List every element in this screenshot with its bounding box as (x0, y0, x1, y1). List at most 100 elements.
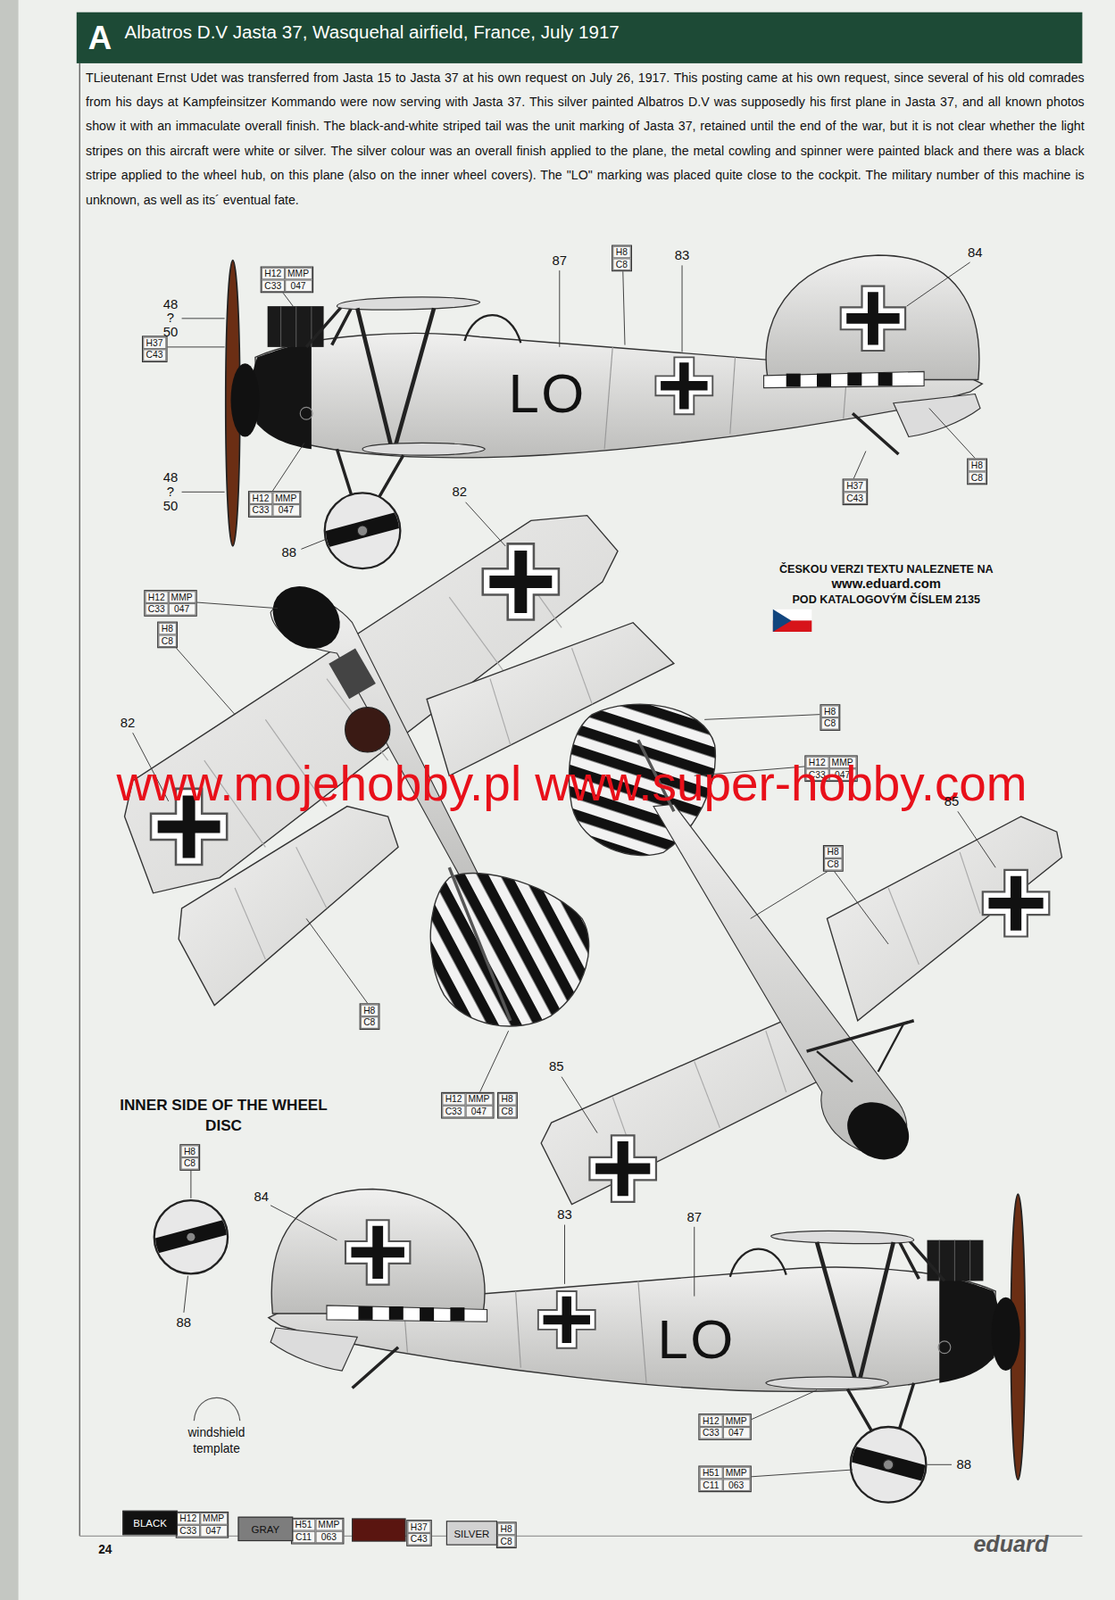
paint-code: H51 (698, 1467, 723, 1481)
callout-number: 85 (549, 1059, 565, 1075)
callout-number: 50 (163, 324, 179, 340)
paint-code-box: H8C8 (496, 1522, 516, 1549)
paint-code: 047 (465, 1106, 493, 1119)
legend-text: SILVER (453, 1528, 490, 1540)
windshield-template (193, 1397, 240, 1422)
panel-letter: A (88, 19, 112, 58)
paint-code: 047 (284, 279, 313, 292)
template-label: windshield template (170, 1426, 263, 1457)
paint-code: C43 (407, 1533, 431, 1547)
paint-code-box: H51MMPC11063 (698, 1465, 751, 1493)
paint-code: C8 (180, 1157, 199, 1171)
paint-code-box: H12MMPC33047 (441, 1092, 494, 1120)
callout-number: 48 (163, 470, 179, 486)
paint-code: C33 (249, 504, 273, 517)
czech-note: POD KATALOGOVÝM ČÍSLEM 2135 (791, 593, 981, 607)
paint-code: C33 (261, 279, 285, 292)
side-profile-right (268, 1189, 1026, 1503)
paint-code: C11 (698, 1479, 723, 1492)
czech-note: ČESKOU VERZI TEXTU NALEZNETE NA (779, 562, 994, 575)
paint-code: H12 (144, 590, 168, 604)
callout-number: 84 (967, 244, 983, 260)
callout-number: 82 (120, 715, 136, 731)
paint-code: C43 (142, 349, 167, 362)
paint-code: C11 (291, 1531, 316, 1545)
callout-number: 88 (281, 544, 297, 560)
paint-code: 063 (722, 1479, 750, 1492)
callout-number: 82 (451, 484, 467, 500)
callout-number: ? (166, 484, 175, 500)
paint-code: MMP (284, 267, 313, 281)
paint-code: H8 (821, 705, 840, 718)
callout-number: 88 (176, 1315, 192, 1332)
paint-code-box: H12MMPC33047 (248, 490, 301, 518)
paint-code: C8 (821, 717, 840, 731)
paint-code: 063 (315, 1531, 343, 1545)
paint-code: MMP (465, 1093, 493, 1107)
paint-code: H8 (497, 1523, 516, 1537)
red-brown-swatch (352, 1519, 406, 1542)
callout-number: ? (166, 309, 175, 325)
paint-code: H8 (967, 459, 986, 473)
side-profile-left (225, 255, 983, 569)
paint-code: MMP (167, 590, 196, 604)
paint-code: H51 (291, 1519, 316, 1532)
paint-code-box: H8C8 (611, 245, 632, 273)
paint-code-box: H12MMPC33047 (175, 1512, 229, 1540)
paint-code: MMP (272, 491, 300, 505)
legend-text: GRAY (251, 1523, 281, 1536)
paint-code: H8 (360, 1004, 379, 1017)
paint-code: H8 (612, 246, 631, 259)
paint-code: C8 (497, 1535, 516, 1548)
paint-code: C33 (144, 603, 168, 616)
paint-code-box: H8C8 (966, 458, 987, 486)
paint-code: H12 (249, 491, 273, 505)
paint-code: H8 (498, 1093, 516, 1107)
paint-code-box: H8C8 (823, 845, 843, 873)
paint-code: H37 (407, 1521, 431, 1534)
legend-swatch: BLACK (122, 1511, 178, 1536)
callout-number: 83 (674, 247, 691, 263)
paint-code: MMP (722, 1467, 750, 1481)
paint-code-box: H51MMPC11063 (291, 1518, 344, 1546)
wheel-disc-inner (147, 1200, 241, 1274)
watermark: www.mojehobby.pl www.super-hobby.com (116, 756, 1027, 813)
legend-text: BLACK (133, 1517, 167, 1530)
description-text: TLieutenant Ernst Udet was transferred f… (85, 65, 1085, 213)
czech-flag (773, 609, 812, 633)
paint-code: 047 (272, 504, 300, 517)
paint-code: H12 (441, 1093, 466, 1107)
callout-number: 83 (557, 1207, 573, 1224)
callout-number: 85 (944, 793, 960, 809)
paint-code: C43 (843, 491, 867, 505)
paint-code: MMP (199, 1513, 228, 1526)
paint-code: H37 (142, 336, 167, 350)
paint-code: C8 (360, 1016, 379, 1030)
paint-code: H12 (261, 267, 285, 281)
paint-code-box: H8C8 (497, 1092, 517, 1120)
section-heading: INNER SIDE OF THE WHEEL DISC (111, 1095, 337, 1137)
czech-note: www.eduard.com (832, 576, 942, 592)
paint-code: MMP (722, 1414, 750, 1428)
brand-logo: eduard (973, 1531, 1049, 1559)
callout-number: 50 (163, 499, 179, 515)
paint-code-box: H8C8 (157, 622, 177, 650)
paint-code-box: H8C8 (819, 704, 840, 732)
callout-number: 84 (254, 1189, 270, 1205)
title-text: Albatros D.V Jasta 37, Wasquehal airfiel… (124, 22, 620, 44)
paint-code-box: H8C8 (359, 1003, 380, 1031)
legend-swatch: SILVER (446, 1521, 498, 1546)
paint-code: C8 (967, 471, 986, 484)
paint-code: C33 (698, 1427, 723, 1440)
callout-number: 87 (552, 252, 568, 268)
leader-lines (133, 262, 996, 1478)
unit-marking: LO (508, 361, 587, 425)
paint-code: C33 (176, 1525, 200, 1539)
callout-number: 87 (686, 1209, 702, 1225)
paint-code-box: H37C43 (842, 478, 868, 506)
paint-code-box: H12MMPC33047 (260, 266, 314, 294)
paint-code-box: H12MMPC33047 (143, 590, 197, 617)
paint-code-box: H37C43 (406, 1520, 432, 1548)
paint-code: H12 (698, 1414, 723, 1428)
